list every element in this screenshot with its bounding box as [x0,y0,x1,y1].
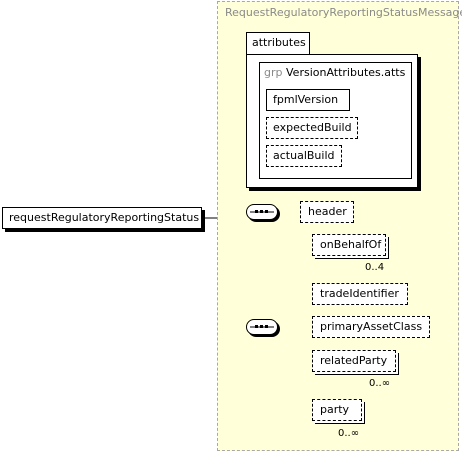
attribute-fpmlversion[interactable]: fpmlVersion [266,89,350,111]
sequence-compositor-icon[interactable] [246,204,278,220]
sequence-compositor-icon[interactable] [246,319,278,335]
cardinality-relatedparty: 0..∞ [369,378,391,389]
element-header[interactable]: header [300,201,354,223]
attribute-expectedbuild[interactable]: expectedBuild [266,117,358,139]
element-tradeidentifier[interactable]: tradeIdentifier [312,283,408,305]
attribute-group-name: VersionAttributes.atts [286,66,406,79]
attribute-group-label[interactable]: grp VersionAttributes.atts [264,66,405,79]
attributes-tab[interactable]: attributes [246,32,310,54]
element-relatedparty[interactable]: relatedParty [312,350,396,372]
element-party[interactable]: party [312,399,362,421]
element-onbehalfof[interactable]: onBehalfOf [312,234,386,256]
cardinality-onbehalfof: 0..4 [365,262,385,273]
group-keyword: grp [264,66,283,79]
complex-type-title: RequestRegulatoryReportingStatusMessage [225,6,462,19]
cardinality-party: 0..∞ [338,428,360,439]
root-element-request-regulatory-reporting-status[interactable]: requestRegulatoryReportingStatus [2,207,202,229]
attribute-actualbuild[interactable]: actualBuild [266,145,342,167]
element-primaryassetclass[interactable]: primaryAssetClass [312,316,430,338]
